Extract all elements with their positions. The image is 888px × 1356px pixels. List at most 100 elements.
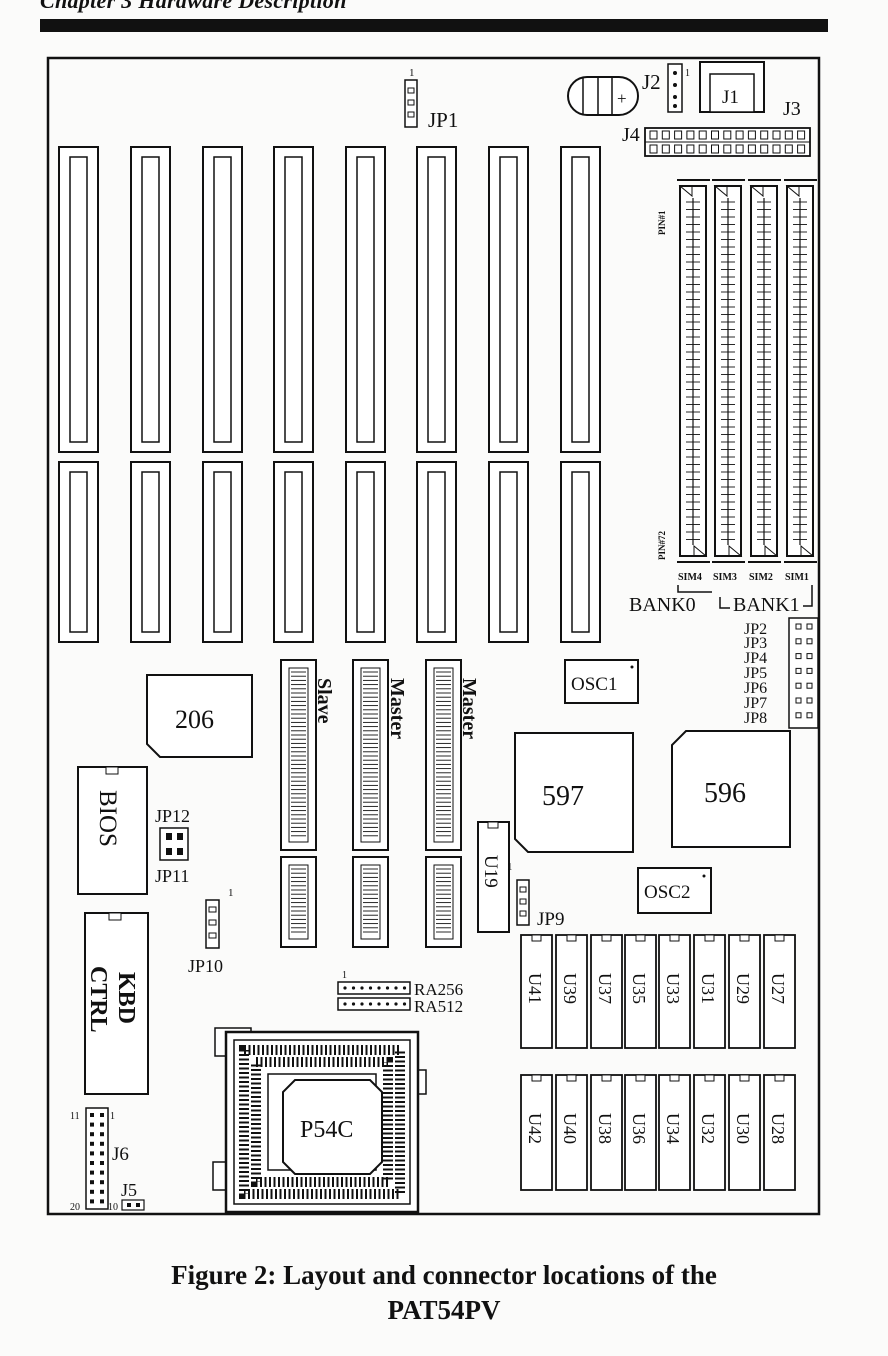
ide-slave-label: Slave: [313, 678, 335, 724]
j6-pin-1-label: 1: [110, 1111, 115, 1122]
chip-596-label: 596: [704, 778, 746, 809]
j1-connector: J1: [699, 61, 765, 113]
jp1-jumper: 1 JP1: [404, 67, 458, 132]
jp10-label: JP10: [188, 956, 223, 976]
header-rule: [40, 19, 828, 32]
jp8-label: JP8: [744, 710, 767, 727]
ram-chip-label: U41: [525, 973, 545, 1004]
isa-slot-2: [130, 146, 171, 643]
ram-chip-U33: U33: [658, 934, 691, 1049]
j4-j3-header-strip: [644, 127, 811, 157]
jp11-label: JP11: [155, 866, 189, 886]
caption-line-1: Figure 2: Layout and connector locations…: [171, 1260, 717, 1290]
isa-slot-8: [560, 146, 601, 643]
bios-label: BIOS: [94, 790, 121, 847]
ram-chip-U39: U39: [555, 934, 588, 1049]
ram-chip-label: U31: [698, 973, 718, 1004]
osc2-label: OSC2: [644, 882, 690, 903]
j5-pin-label: 10: [108, 1202, 118, 1213]
u19-chip: U19: [477, 821, 510, 933]
chip-206: 206: [146, 674, 253, 758]
motherboard-diagram: 1 JP1 + J2 1 J1 J3 J4 PIN#1 PIN#72 SIM4 …: [46, 56, 821, 1216]
ram-chip-U35: U35: [624, 934, 657, 1049]
chapter-header: Chapter 3 Hardware Description: [40, 0, 347, 13]
ram-chip-label: U35: [629, 973, 649, 1004]
kbd-ctrl-label-1: KBD: [113, 972, 139, 1024]
caption-line-2: PAT54PV: [387, 1295, 501, 1325]
j6-label: J6: [112, 1144, 129, 1165]
jp12-label: JP12: [155, 806, 190, 826]
j6-header: 11 1 20 J6: [70, 1107, 129, 1213]
simm-slot-label-sim1: SIM1: [785, 572, 809, 583]
simm-pin1-label: PIN#1: [657, 210, 667, 235]
ram-chip-U28: U28: [763, 1074, 796, 1191]
ra-resistor-arrays: 1 RA256 RA512: [337, 970, 463, 1016]
isa-slot-6: [416, 146, 457, 643]
ram-chip-label: U30: [733, 1113, 753, 1144]
ram-chip-U32: U32: [693, 1074, 726, 1191]
figure-caption: Figure 2: Layout and connector locations…: [0, 1258, 888, 1328]
ide-master-label-2: Master: [458, 678, 480, 739]
isa-slot-1: [58, 146, 99, 643]
osc1-label: OSC1: [571, 674, 617, 695]
ram-chip-label: U39: [560, 973, 580, 1004]
ram-chip-label: U28: [768, 1113, 788, 1144]
ram-chip-U27: U27: [763, 934, 796, 1049]
jp5-label: JP5: [744, 665, 767, 682]
j1-label: J1: [722, 87, 739, 108]
ide-connectors: [280, 659, 462, 948]
osc1-chip: OSC1: [564, 659, 639, 704]
ra-pin-label: 1: [342, 970, 347, 981]
j2-connector: J2 1: [642, 63, 690, 113]
cpu-socket: P54C: [212, 1027, 427, 1214]
ram-chip-label: U27: [768, 973, 788, 1004]
ide-connector-1: [280, 659, 317, 948]
ram-chip-U29: U29: [728, 934, 761, 1049]
ram-chip-U37: U37: [590, 934, 623, 1049]
isa-slots: [58, 146, 601, 643]
jp9-label: JP9: [537, 909, 564, 930]
simm-socket-4: [677, 179, 710, 563]
simm-slot-label-sim2: SIM2: [749, 572, 773, 583]
jp6-label: JP6: [744, 680, 767, 697]
ide-master-label-1: Master: [386, 678, 408, 739]
isa-slot-4: [273, 146, 314, 643]
osc2-chip: OSC2: [637, 867, 712, 914]
simm-sockets: [677, 179, 817, 563]
jp2-label: JP2: [744, 621, 767, 638]
ram-chip-label: U32: [698, 1113, 718, 1144]
chip-206-label: 206: [175, 705, 214, 734]
chip-597-label: 597: [542, 781, 584, 812]
ide-connector-2: [352, 659, 389, 948]
u19-label: U19: [480, 855, 501, 888]
bios-chip: BIOS: [77, 766, 148, 895]
jp10-pin-label: 1: [228, 887, 234, 899]
ide-connector-3: [425, 659, 462, 948]
jp4-label: JP4: [744, 650, 767, 667]
jp3-label: JP3: [744, 635, 767, 652]
simm-socket-3: [712, 179, 745, 563]
ram-chip-U36: U36: [624, 1074, 657, 1191]
ram-chip-label: U40: [560, 1113, 580, 1144]
ram-chip-label: U42: [525, 1113, 545, 1144]
jp11-jp12-jumpers: [159, 827, 189, 861]
battery-sign: +: [617, 89, 627, 108]
jp7-label: JP7: [744, 695, 767, 712]
jp9-jumper: 1 JP9: [507, 861, 564, 930]
j2-label: J2: [642, 70, 661, 94]
bank-brackets: [677, 585, 813, 609]
jp1-pin-label: 1: [409, 67, 415, 79]
ram-chip-U30: U30: [728, 1074, 761, 1191]
j5-label: J5: [121, 1180, 137, 1200]
chip-596: 596: [671, 730, 791, 848]
ram-chip-label: U37: [595, 973, 615, 1004]
ram-chip-label: U33: [663, 973, 683, 1004]
j5-header: 10 J5: [108, 1180, 145, 1213]
simm-slot-label-sim3: SIM3: [713, 572, 737, 583]
battery: +: [567, 76, 639, 116]
kbd-ctrl-chip: KBD CTRL: [84, 912, 149, 1095]
ra512-label: RA512: [414, 997, 463, 1016]
ram-chip-U31: U31: [693, 934, 726, 1049]
ram-chip-U38: U38: [590, 1074, 623, 1191]
